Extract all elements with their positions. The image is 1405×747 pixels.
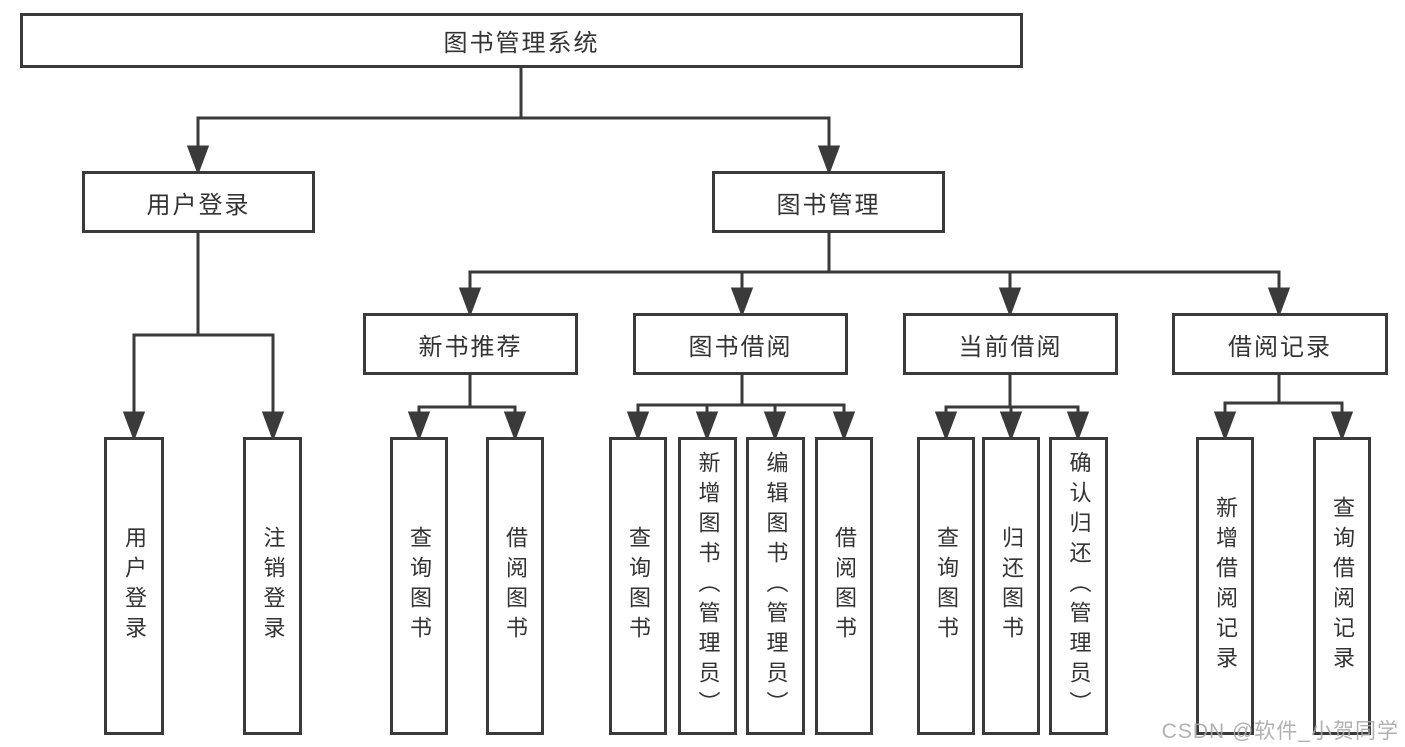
leaf-confirm-return-admin: 确认归还（管理员） bbox=[1049, 437, 1108, 735]
node-borrow-records: 借阅记录 bbox=[1172, 313, 1388, 375]
arrowhead bbox=[122, 411, 146, 442]
arrowhead bbox=[999, 411, 1023, 442]
leaf-user-login: 用户登录 bbox=[104, 437, 164, 735]
arrowhead bbox=[695, 411, 719, 442]
arrowhead bbox=[730, 287, 754, 318]
arrowhead bbox=[626, 411, 650, 442]
node-root: 图书管理系统 bbox=[20, 13, 1023, 68]
leaf-borrow-books-recommend: 借阅图书 bbox=[486, 437, 544, 735]
arrowhead bbox=[458, 287, 482, 318]
leaf-query-books-current: 查询图书 bbox=[917, 437, 975, 735]
leaf-query-books-borrow: 查询图书 bbox=[609, 437, 667, 735]
arrowhead bbox=[261, 411, 285, 442]
arrowhead bbox=[186, 145, 210, 176]
arrowhead bbox=[1267, 287, 1291, 318]
node-user-login: 用户登录 bbox=[82, 171, 315, 233]
leaf-add-borrow-record: 新增借阅记录 bbox=[1196, 437, 1254, 735]
arrowhead bbox=[763, 411, 787, 442]
arrowhead bbox=[998, 287, 1022, 318]
arrowhead bbox=[934, 411, 958, 442]
node-book-borrow: 图书借阅 bbox=[633, 313, 848, 375]
arrowhead bbox=[503, 411, 527, 442]
arrowhead bbox=[817, 145, 841, 176]
leaf-query-books-recommend: 查询图书 bbox=[390, 437, 448, 735]
arrowhead bbox=[407, 411, 431, 442]
leaf-logout: 注销登录 bbox=[243, 437, 302, 735]
csdn-watermark: CSDN @软件_小贺同学 bbox=[1161, 720, 1399, 743]
leaf-edit-books-admin: 编辑图书（管理员） bbox=[746, 437, 805, 735]
node-current-borrow: 当前借阅 bbox=[903, 313, 1118, 375]
arrowhead bbox=[1213, 411, 1237, 442]
leaf-query-borrow-record: 查询借阅记录 bbox=[1313, 437, 1371, 735]
arrowhead bbox=[1066, 411, 1090, 442]
leaf-return-books: 归还图书 bbox=[982, 437, 1040, 735]
arrowhead bbox=[1330, 411, 1354, 442]
arrowhead bbox=[832, 411, 856, 442]
leaf-add-books-admin: 新增图书（管理员） bbox=[678, 437, 737, 735]
node-book-management: 图书管理 bbox=[712, 171, 945, 233]
leaf-borrow-books: 借阅图书 bbox=[815, 437, 873, 735]
node-new-book-recommend: 新书推荐 bbox=[363, 313, 578, 375]
